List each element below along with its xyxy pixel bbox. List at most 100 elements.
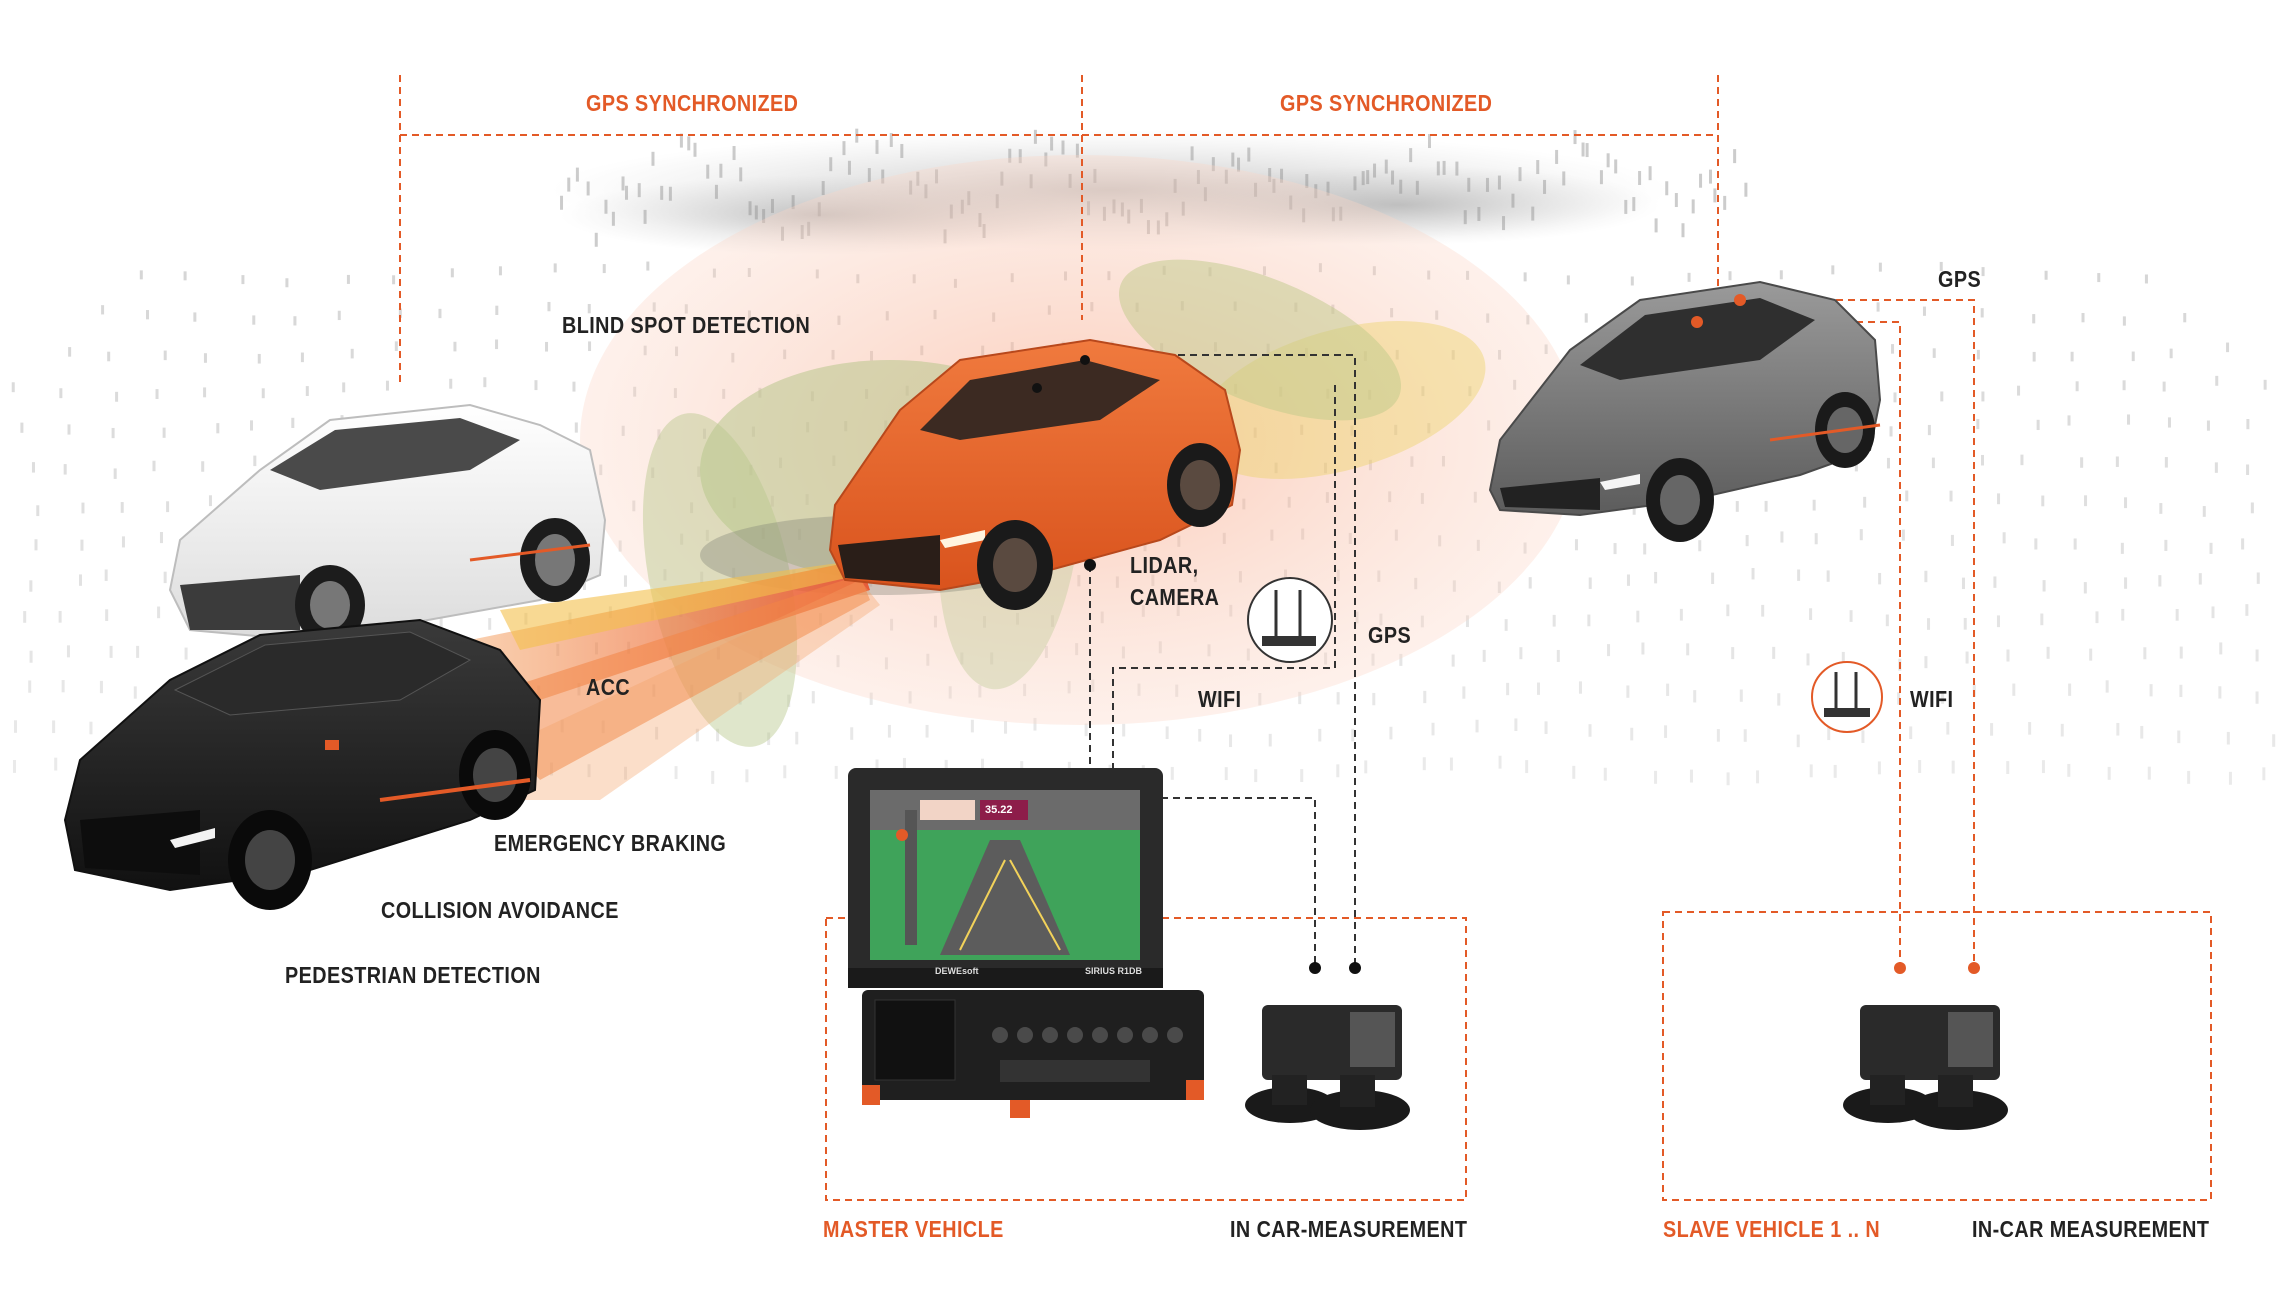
in-car-measurement-master-label: IN CAR-MEASUREMENT — [1230, 1216, 1468, 1242]
point-cloud-dot — [145, 310, 149, 320]
point-cloud-dot — [1997, 493, 2001, 505]
point-cloud-dot — [2089, 648, 2093, 661]
point-cloud-dot — [1924, 656, 1928, 669]
point-cloud-dot — [1599, 170, 1603, 185]
point-cloud-dot — [1477, 206, 1481, 221]
point-cloud-dot — [745, 769, 749, 783]
point-cloud-dot — [1463, 210, 1467, 225]
point-cloud-dot — [1709, 169, 1713, 184]
point-cloud-dot — [655, 726, 659, 740]
point-cloud-dot — [714, 184, 718, 199]
point-cloud-dot — [2206, 420, 2210, 431]
point-cloud-dot — [1506, 682, 1510, 696]
point-cloud-dot — [2246, 419, 2250, 430]
point-cloud-dot — [1451, 654, 1455, 667]
point-cloud-dot — [711, 770, 715, 784]
point-cloud-dot — [1630, 727, 1634, 741]
point-cloud-dot — [2179, 646, 2183, 659]
point-cloud-dot — [1075, 143, 1079, 158]
slave-dot-1 — [1894, 962, 1906, 974]
point-cloud-dot — [2097, 273, 2101, 283]
point-cloud-dot — [944, 759, 948, 773]
point-cloud-dot — [1885, 614, 1889, 627]
point-cloud-dot — [739, 167, 743, 182]
point-cloud-dot — [136, 645, 140, 658]
point-cloud-dot — [1891, 344, 1895, 354]
point-cloud-dot — [115, 391, 119, 402]
point-cloud-dot — [1523, 272, 1527, 282]
point-cloud-dot — [2067, 415, 2071, 426]
point-cloud-dot — [1624, 199, 1628, 214]
point-cloud-dot — [155, 389, 159, 400]
point-cloud-dot — [163, 571, 167, 584]
point-cloud-dot — [29, 580, 33, 592]
point-cloud-dot — [133, 686, 137, 699]
acc-beam-yellow — [500, 560, 860, 650]
antenna-icon — [1247, 577, 1333, 663]
point-cloud-dot — [1409, 148, 1413, 163]
imu-dot-1 — [1309, 962, 1321, 974]
point-cloud-dot — [1981, 267, 1985, 277]
point-cloud-dot — [120, 502, 124, 513]
point-cloud-dot — [66, 645, 70, 658]
point-cloud-dot — [1467, 177, 1471, 192]
point-cloud-dot — [2032, 351, 2036, 362]
point-cloud-dot — [1033, 129, 1037, 144]
point-cloud-dot — [1990, 723, 1994, 736]
point-cloud-dot — [981, 758, 985, 772]
point-cloud-dot — [1537, 682, 1541, 695]
point-cloud-dot — [89, 721, 93, 735]
point-cloud-dot — [23, 611, 27, 623]
point-cloud-dot — [1728, 271, 1732, 281]
point-cloud-dot — [2140, 725, 2144, 739]
point-cloud-dot — [1614, 159, 1618, 174]
point-cloud-dot — [2214, 462, 2218, 473]
point-cloud-dot — [2095, 611, 2099, 624]
point-cloud-dot — [1280, 168, 1284, 183]
point-cloud-dot — [1693, 690, 1697, 703]
camera-label: CAMERA — [1130, 584, 1220, 610]
point-cloud-dot — [1833, 764, 1837, 778]
point-cloud-dot — [1033, 717, 1037, 731]
point-cloud-dot — [80, 539, 84, 551]
point-cloud-dot — [249, 420, 253, 431]
device-screen-value: 35.22 — [985, 804, 1013, 816]
point-cloud-dot — [1743, 729, 1747, 742]
point-cloud-dot — [1854, 460, 1858, 472]
point-cloud-dot — [1745, 535, 1749, 547]
point-cloud-dot — [1585, 143, 1589, 158]
point-cloud-dot — [1422, 757, 1426, 771]
point-cloud-dot — [1485, 177, 1489, 192]
point-cloud-dot — [2044, 270, 2048, 280]
point-cloud-dot — [1981, 391, 1985, 402]
point-cloud-dot — [1777, 693, 1781, 706]
point-cloud-dot — [821, 181, 825, 196]
point-cloud-dot — [1231, 152, 1235, 167]
point-cloud-dot — [1268, 733, 1272, 747]
point-cloud-dot — [1514, 718, 1518, 731]
point-cloud-dot — [560, 195, 564, 210]
lidar-dot — [1084, 559, 1096, 571]
point-cloud-dot — [1772, 646, 1776, 659]
point-cloud-dot — [1654, 218, 1658, 233]
point-cloud-dot — [104, 569, 108, 581]
point-cloud-dot — [582, 578, 586, 590]
point-cloud-dot — [2143, 647, 2147, 660]
point-cloud-dot — [1428, 134, 1432, 149]
point-cloud-dot — [621, 176, 625, 191]
point-cloud-dot — [495, 339, 499, 350]
point-cloud-dot — [1731, 647, 1735, 660]
point-cloud-dot — [1756, 770, 1760, 784]
point-cloud-dot — [1643, 543, 1647, 555]
point-cloud-dot — [1607, 644, 1611, 657]
point-cloud-dot — [1502, 216, 1506, 231]
point-cloud-dot — [1863, 496, 1867, 508]
point-cloud-dot — [113, 468, 117, 479]
point-cloud-dot — [1739, 689, 1743, 702]
point-cloud-dot — [1061, 140, 1065, 155]
point-cloud-dot — [2183, 313, 2187, 323]
point-cloud-dot — [1399, 179, 1403, 194]
point-cloud-dot — [1536, 160, 1540, 175]
point-cloud-dot — [1686, 643, 1690, 656]
point-cloud-dot — [2122, 380, 2126, 391]
